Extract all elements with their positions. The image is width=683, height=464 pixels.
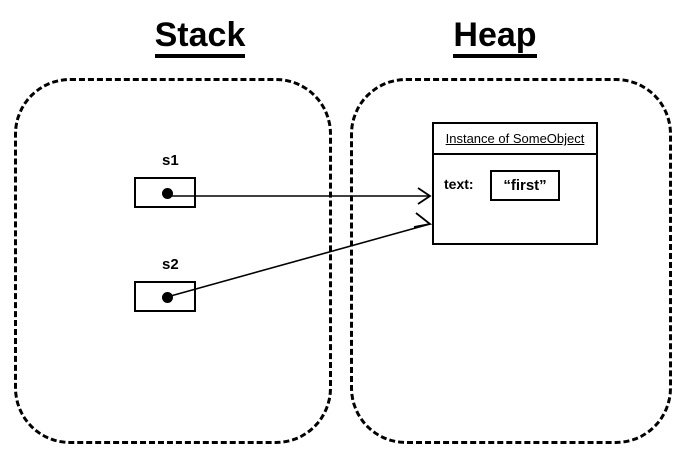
heap-object-box: Instance of SomeObject text: “first” xyxy=(432,122,598,245)
heap-title-text: Heap xyxy=(453,18,537,58)
stack-variable-s2-label: s2 xyxy=(162,256,179,273)
heap-object-field-row: text: xyxy=(444,177,474,191)
heap-object-header-text: Instance of SomeObject xyxy=(445,131,585,146)
heap-object-body: text: “first” xyxy=(434,155,596,245)
heap-title: Heap xyxy=(345,18,645,58)
reference-dot-icon xyxy=(162,292,173,303)
heap-object-field-value-text: “first” xyxy=(503,177,547,194)
stack-variable-s1-label: s1 xyxy=(162,152,179,169)
heap-object-header: Instance of SomeObject xyxy=(434,124,596,155)
heap-object-field-name: text: xyxy=(444,176,474,192)
stack-title: Stack xyxy=(60,18,340,58)
heap-object-field-value-box: “first” xyxy=(490,170,560,201)
stack-title-text: Stack xyxy=(154,18,246,58)
reference-dot-icon xyxy=(162,188,173,199)
